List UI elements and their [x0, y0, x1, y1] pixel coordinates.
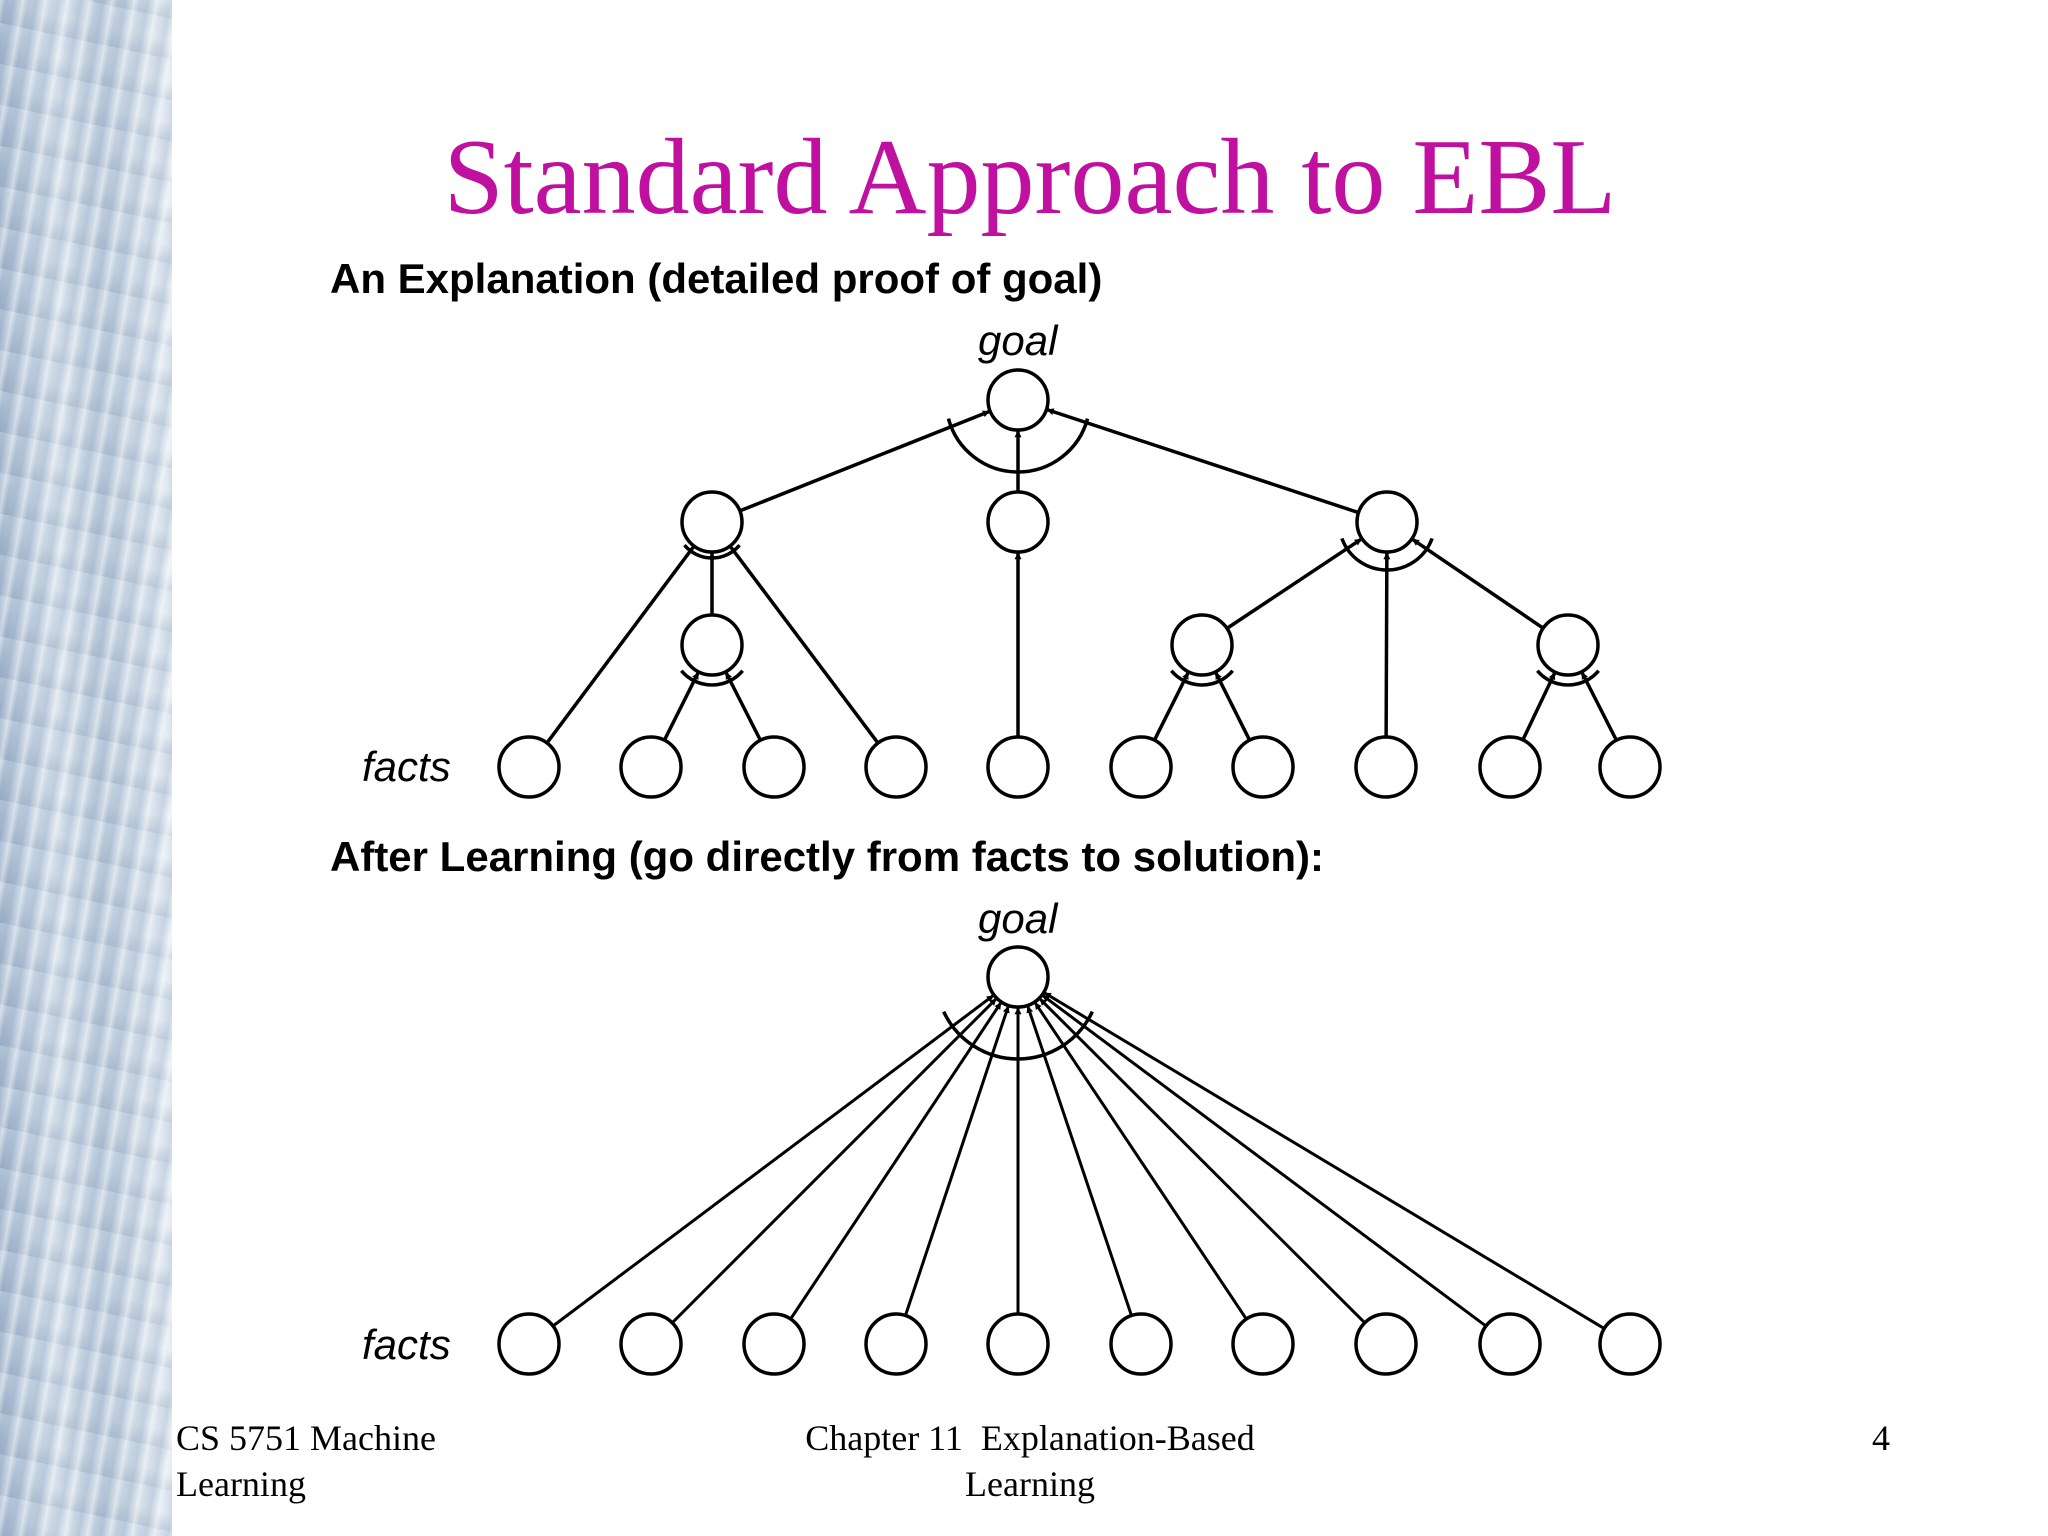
- fact-node: [497, 735, 561, 799]
- edge-fact-goal: [1026, 1005, 1133, 1317]
- fact-node: [742, 735, 806, 799]
- intermediate-node: [1355, 490, 1419, 554]
- edge-fact1-a: [545, 545, 695, 745]
- goal-label-bottom: goal: [978, 895, 1058, 942]
- edge-fact-goal: [904, 1005, 1010, 1317]
- explanation-heading: An Explanation (detailed proof of goal): [330, 255, 1103, 302]
- intermediate-node: [986, 490, 1050, 554]
- edge-fact-goal: [1038, 997, 1366, 1324]
- learned-fact-node: [1478, 1312, 1542, 1376]
- edge-fact8-c: [1383, 552, 1391, 738]
- after-learning-heading: After Learning (go directly from facts t…: [330, 833, 1325, 880]
- fact-node: [1478, 735, 1542, 799]
- edge-fact6-e: [1152, 671, 1190, 741]
- learned-rule-and-arc: [942, 1010, 1094, 1061]
- learned-fact-node: [986, 1312, 1050, 1376]
- edge-f-c: [1411, 537, 1545, 630]
- learned-fact-node: [1598, 1312, 1662, 1376]
- fact-node: [986, 735, 1050, 799]
- page-number: 4: [1872, 1418, 1890, 1458]
- goal-label-top: goal: [978, 317, 1058, 364]
- facts-label-top: facts: [362, 743, 451, 790]
- fact-node: [1231, 735, 1295, 799]
- edge-fact10-f: [1580, 671, 1618, 742]
- learned-fact-node: [1354, 1312, 1418, 1376]
- facts-label-bottom: facts: [362, 1321, 451, 1368]
- and-arc-c: [1340, 537, 1434, 572]
- edge-fact-goal: [552, 994, 995, 1328]
- and-arc-e: [1170, 669, 1234, 687]
- edge-fact-goal: [1033, 1001, 1248, 1320]
- edge-fact-goal: [1043, 991, 1606, 1330]
- learned-fact-node: [864, 1312, 928, 1376]
- footer-chapter-line2: Learning: [965, 1464, 1095, 1504]
- explanation-nodes: [497, 368, 1662, 799]
- edge-fact-goal: [789, 1001, 1003, 1320]
- learned-rule-nodes: [497, 945, 1662, 1376]
- footer-chapter: Chapter 11 Explanation-Based Learning: [750, 1415, 1310, 1507]
- fact-node: [1354, 735, 1418, 799]
- and-arc-d: [680, 669, 744, 687]
- edge-fact4-a: [729, 545, 880, 745]
- learned-fact-node: [619, 1312, 683, 1376]
- edge-a-goal: [739, 409, 990, 513]
- edge-fact9-f: [1521, 672, 1557, 741]
- footer-chapter-line1: Chapter 11 Explanation-Based: [805, 1418, 1255, 1458]
- edge-c-goal: [1046, 408, 1360, 515]
- intermediate-node: [680, 613, 744, 677]
- edge-fact2-d: [662, 671, 700, 741]
- intermediate-node: [680, 490, 744, 554]
- edge-fact-goal: [671, 997, 998, 1324]
- and-arc-f: [1536, 669, 1600, 687]
- footer-course-line1: CS 5751 Machine: [176, 1418, 436, 1458]
- edge-fact7-e: [1214, 671, 1252, 741]
- edge-e-c: [1226, 537, 1363, 630]
- edge-fact-goal: [1041, 994, 1487, 1328]
- and-arc-goal: [946, 418, 1090, 474]
- learned-goal-node: [986, 945, 1050, 1009]
- intermediate-node: [1536, 613, 1600, 677]
- footer-course: CS 5751 Machine Learning: [176, 1415, 536, 1507]
- explanation-and-arcs: [680, 418, 1600, 687]
- fact-node: [1598, 735, 1662, 799]
- explanation-edges: [545, 408, 1618, 745]
- slide-title: Standard Approach to EBL: [443, 118, 1617, 237]
- fact-node: [864, 735, 928, 799]
- decorative-side-strip: [0, 0, 172, 1536]
- learned-fact-node: [742, 1312, 806, 1376]
- and-arc-learned-goal: [942, 1010, 1094, 1061]
- fact-node: [619, 735, 683, 799]
- goal-node: [986, 368, 1050, 432]
- and-arc-a: [683, 543, 741, 560]
- learned-fact-node: [1231, 1312, 1295, 1376]
- learned-fact-node: [1109, 1312, 1173, 1376]
- footer-course-line2: Learning: [176, 1464, 306, 1504]
- learned-rule-edges: [552, 991, 1606, 1330]
- edge-fact3-d: [724, 671, 762, 742]
- fact-node: [1109, 735, 1173, 799]
- learned-fact-node: [497, 1312, 561, 1376]
- intermediate-node: [1170, 613, 1234, 677]
